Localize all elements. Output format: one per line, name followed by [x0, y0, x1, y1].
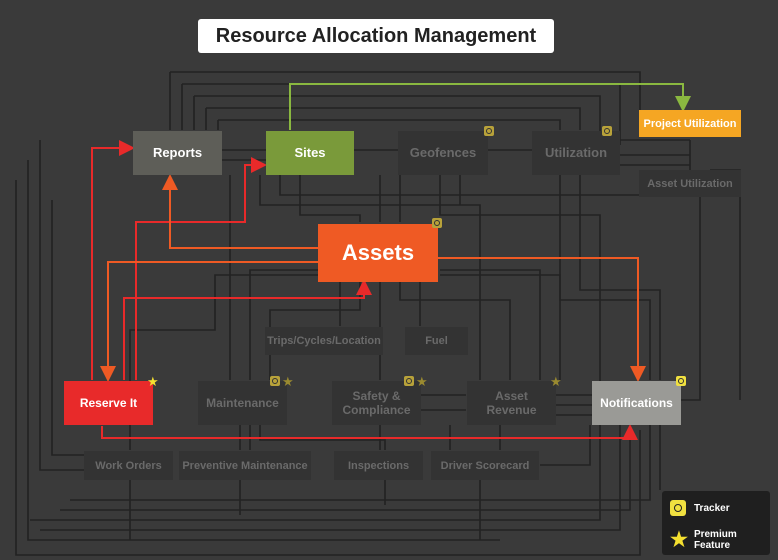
trips-label: Trips/Cycles/Location [267, 335, 381, 347]
assets-node[interactable]: Assets [318, 224, 438, 282]
geofences-label: Geofences [409, 145, 477, 160]
fuel-node[interactable]: Fuel [405, 327, 468, 355]
maintenance-node[interactable]: Maintenance [198, 381, 287, 425]
legend-tracker: Tracker [670, 500, 730, 516]
notifications-tracker-icon [676, 376, 686, 386]
preventive-maintenance-label: Preventive Maintenance [182, 459, 308, 472]
reports-node[interactable]: Reports [133, 131, 222, 175]
notifications-label: Notifications [600, 396, 673, 410]
work-orders-node[interactable]: Work Orders [84, 451, 173, 480]
maintenance-premium-star-icon: ★ [282, 374, 294, 389]
safety-compliance-label: Safety & Compliance [342, 389, 411, 417]
reports-label: Reports [152, 145, 203, 160]
inspections-label: Inspections [347, 459, 410, 472]
notifications-node[interactable]: Notifications [592, 381, 681, 425]
legend-tracker-label: Tracker [694, 502, 730, 514]
maintenance-label: Maintenance [206, 396, 279, 410]
sites-label: Sites [294, 145, 326, 160]
assets-tracker-icon [432, 218, 442, 228]
asset-utilization-label: Asset Utilization [647, 177, 733, 190]
asset-revenue-premium-star-icon: ★ [550, 374, 562, 389]
work-orders-label: Work Orders [95, 459, 162, 472]
reserve-it-label: Reserve It [79, 396, 138, 410]
reserve-it-node[interactable]: Reserve It [64, 381, 153, 425]
legend-premium: ★ Premium Feature [670, 529, 770, 551]
utilization-label: Utilization [544, 145, 608, 160]
project-utilization-label: Project Utilization [643, 117, 737, 130]
driver-scorecard-node[interactable]: Driver Scorecard [431, 451, 539, 480]
safety-compliance-node[interactable]: Safety & Compliance [332, 381, 421, 425]
sites-node[interactable]: Sites [266, 131, 354, 175]
geofences-node[interactable]: Geofences [398, 131, 488, 175]
asset-revenue-label: Asset Revenue [486, 389, 537, 417]
preventive-maintenance-node[interactable]: Preventive Maintenance [179, 451, 311, 480]
assets-label: Assets [341, 240, 415, 265]
diagram-title: Resource Allocation Management [198, 19, 554, 53]
driver-scorecard-label: Driver Scorecard [440, 459, 530, 472]
fuel-label: Fuel [425, 335, 448, 347]
legend-premium-label: Premium Feature [693, 529, 737, 551]
safety-premium-star-icon: ★ [416, 374, 428, 389]
asset-utilization-node[interactable]: Asset Utilization [639, 170, 741, 197]
inspections-node[interactable]: Inspections [334, 451, 423, 480]
tracker-icon [670, 500, 686, 516]
legend: Tracker ★ Premium Feature [662, 491, 770, 555]
premium-star-icon: ★ [670, 529, 688, 551]
utilization-tracker-icon [602, 126, 612, 136]
trips-cycles-location-node[interactable]: Trips/Cycles/Location [265, 327, 383, 355]
asset-revenue-node[interactable]: Asset Revenue [467, 381, 556, 425]
project-utilization-node[interactable]: Project Utilization [639, 110, 741, 137]
reserve-it-premium-star-icon: ★ [147, 374, 159, 389]
geofences-tracker-icon [484, 126, 494, 136]
safety-tracker-icon [404, 376, 414, 386]
utilization-node[interactable]: Utilization [532, 131, 620, 175]
maintenance-tracker-icon [270, 376, 280, 386]
